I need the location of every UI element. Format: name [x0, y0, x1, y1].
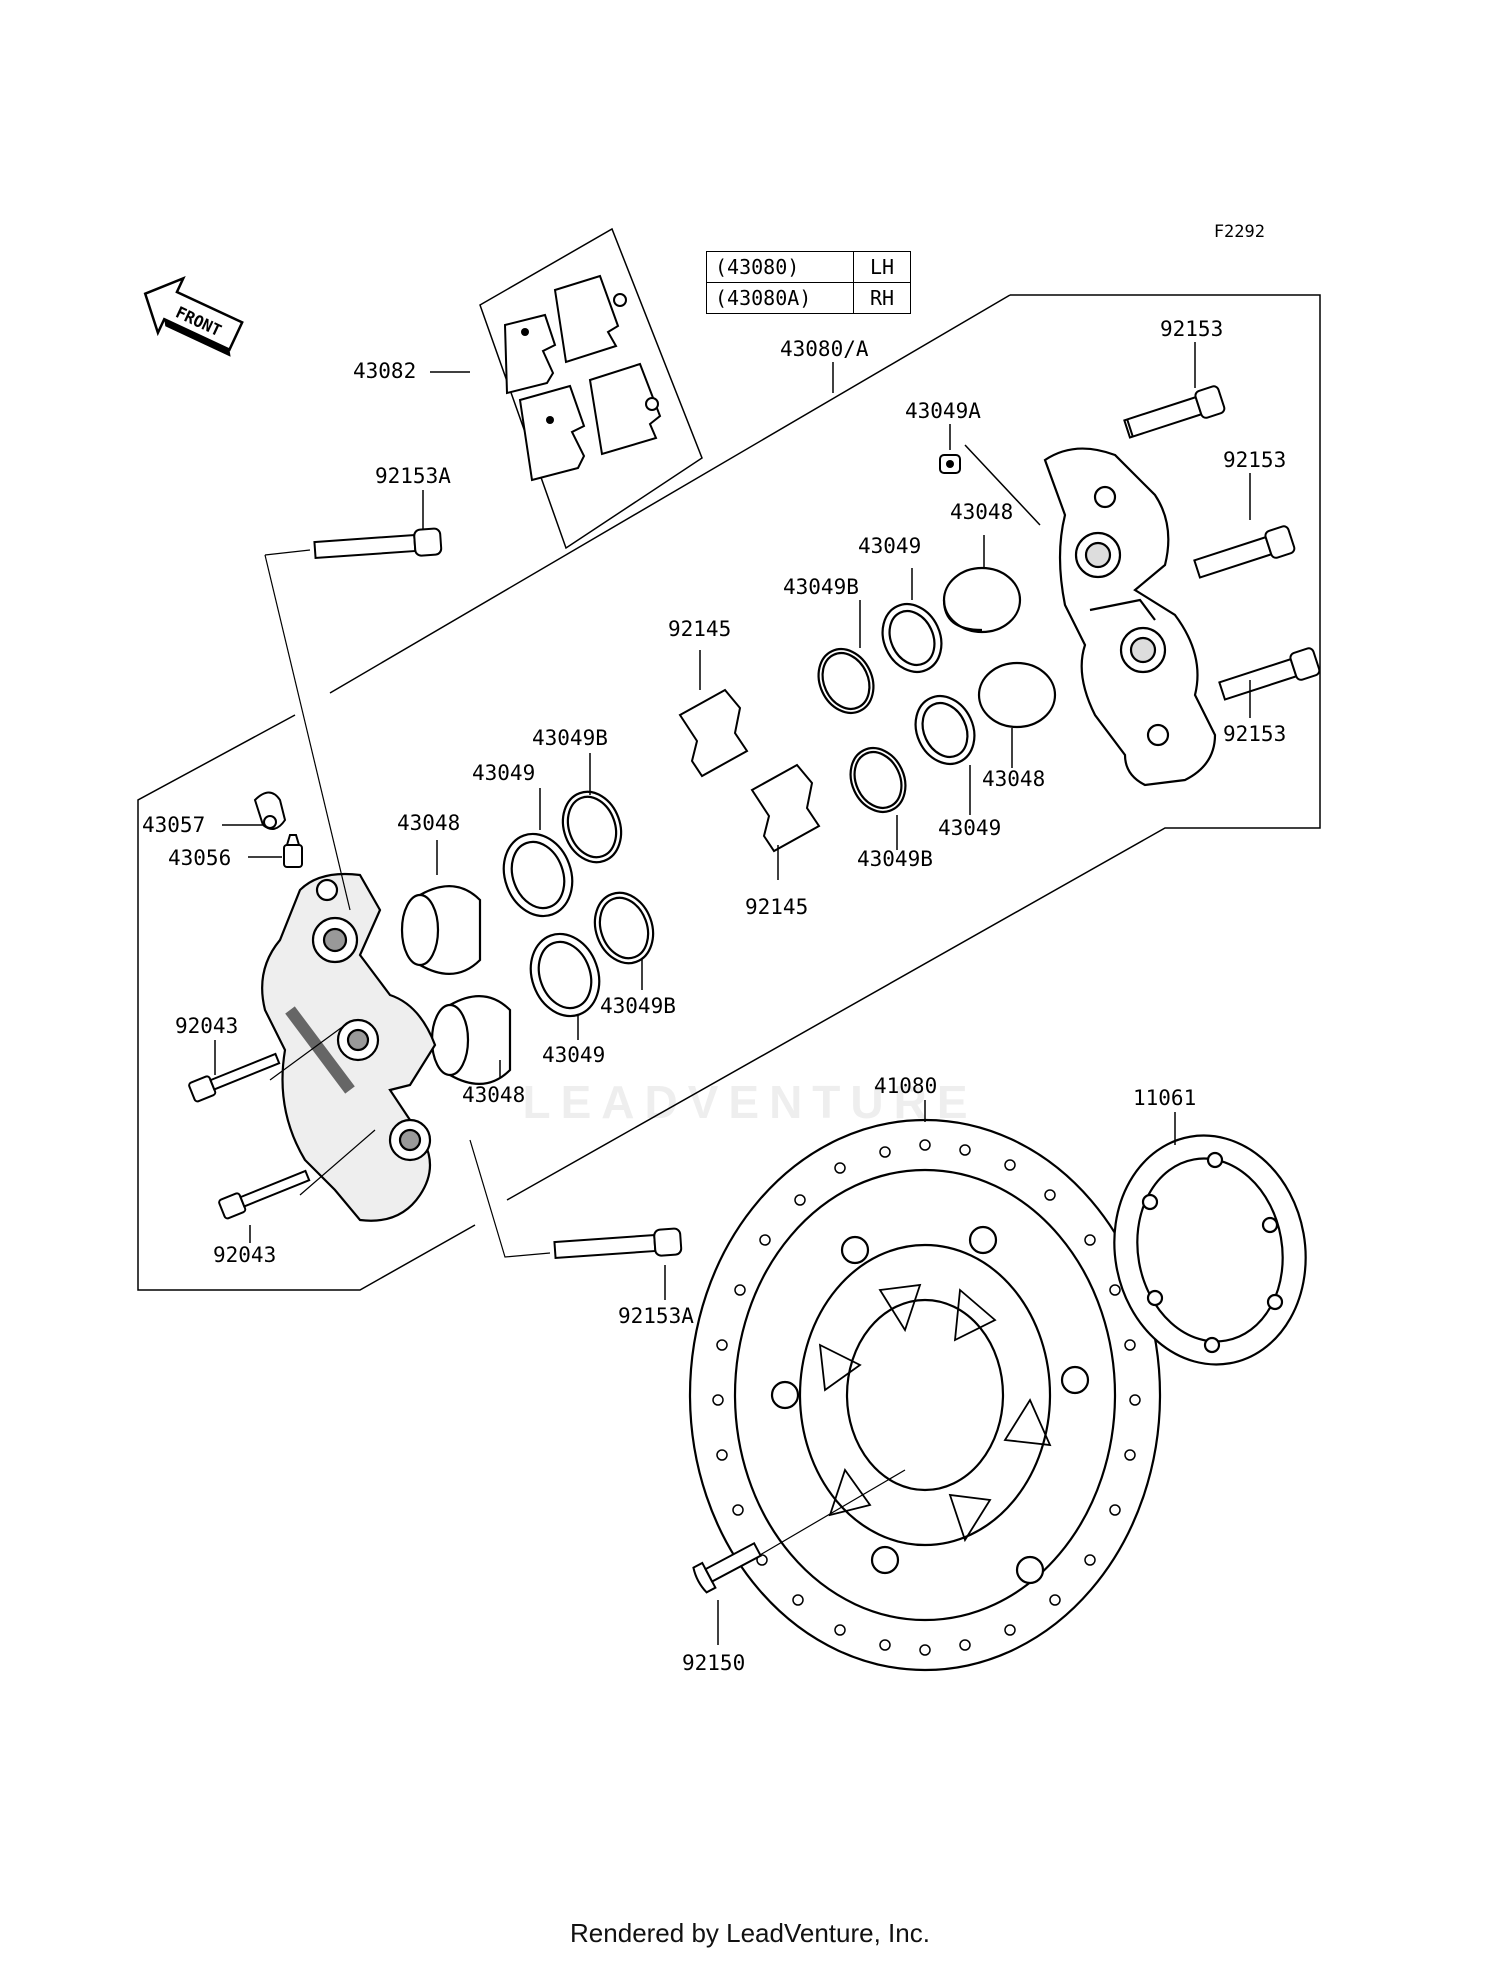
label-43082: 43082: [353, 359, 416, 383]
caliper-pin-bolt: [188, 1052, 311, 1220]
label-92153-1: 92153: [1160, 317, 1223, 341]
label-92150: 92150: [682, 1651, 745, 1675]
label-92145-top: 92145: [668, 617, 731, 641]
label-43048-l1: 43048: [397, 811, 460, 835]
disc-gasket: [1113, 1134, 1307, 1366]
diagram-code: F2292: [1213, 222, 1265, 242]
label-43049B-l1: 43049B: [532, 726, 608, 750]
left-brake-caliper: [261, 872, 437, 1222]
label-92153A-top: 92153A: [375, 464, 451, 488]
label-43048-l2: 43048: [462, 1083, 525, 1107]
legend-side: RH: [853, 282, 911, 314]
bleeder-valve: [283, 834, 303, 868]
label-43080A: 43080/A: [780, 337, 869, 361]
label-92043-2: 92043: [213, 1243, 276, 1267]
legend-row: (43080A) RH: [706, 282, 911, 314]
piston-seal-group-left: [400, 790, 655, 1085]
label-43048-r2: 43048: [982, 767, 1045, 791]
legend-part: (43080A): [706, 282, 854, 314]
label-92153-2: 92153: [1223, 448, 1286, 472]
label-92043-1: 92043: [175, 1014, 238, 1038]
bleeder-cap-lh: [253, 791, 287, 830]
pad-spring-clip: [678, 688, 821, 853]
label-43049-r1: 43049: [858, 534, 921, 558]
label-92153-3: 92153: [1223, 722, 1286, 746]
brake-pad-set: [479, 227, 703, 550]
label-43049B-l2: 43049B: [600, 994, 676, 1018]
label-43056: 43056: [168, 846, 231, 870]
front-arrow-icon: FRONT: [143, 276, 244, 357]
piston-seal-group-right: [817, 566, 1057, 813]
footer-credit: Rendered by LeadVenture, Inc.: [570, 1918, 930, 1948]
caliper-mount-bolt: [313, 527, 683, 1260]
label-43049-l2: 43049: [542, 1043, 605, 1067]
label-43057: 43057: [142, 813, 205, 837]
caliper-bolt: [1123, 385, 1321, 701]
label-43048-r1: 43048: [950, 500, 1013, 524]
label-92145-bot: 92145: [745, 895, 808, 919]
label-43049B-r2: 43049B: [857, 847, 933, 871]
label-92153A-bot: 92153A: [618, 1304, 694, 1328]
watermark: LEADVENTURE: [522, 1076, 978, 1128]
label-43049B-r1: 43049B: [783, 575, 859, 599]
legend-part: (43080): [706, 251, 854, 283]
legend-side: LH: [853, 251, 911, 283]
legend-row: (43080) LH: [706, 251, 911, 283]
variant-legend-table: (43080) LH (43080A) RH: [706, 251, 911, 314]
right-brake-caliper: [1043, 447, 1217, 787]
bleeder-cap: [939, 424, 1041, 526]
label-41080: 41080: [874, 1074, 937, 1098]
label-43049-r2: 43049: [938, 816, 1001, 840]
disc-mounting-bolt: [692, 1541, 763, 1594]
label-43049-l1: 43049: [472, 761, 535, 785]
assembly-box: [506, 294, 1321, 1201]
label-43049A: 43049A: [905, 399, 981, 423]
label-11061: 11061: [1133, 1086, 1196, 1110]
brake-disc: [688, 1118, 1162, 1672]
